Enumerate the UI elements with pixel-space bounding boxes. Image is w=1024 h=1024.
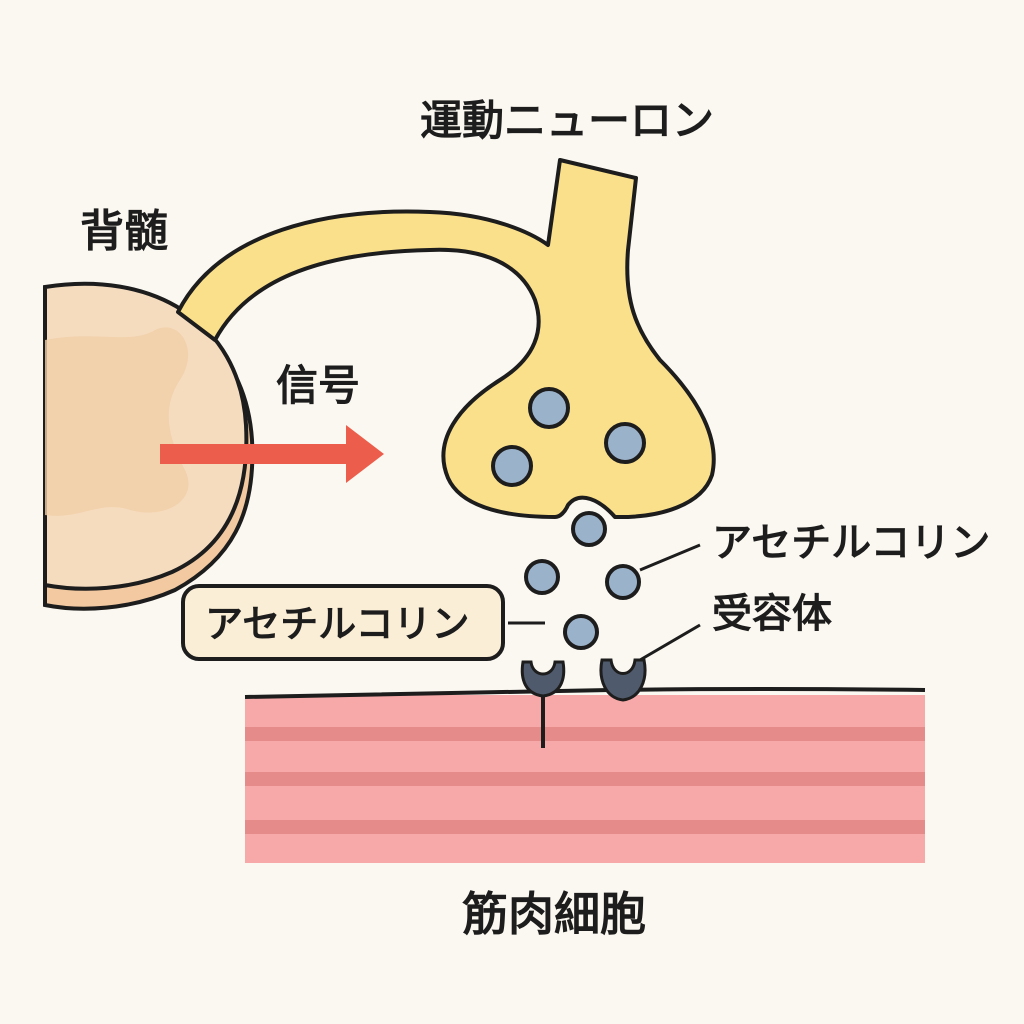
vesicle	[528, 387, 570, 429]
signal-arrow-shaft	[160, 444, 355, 464]
motor-neuron-label: 運動ニューロン	[420, 96, 714, 145]
muscle-stripe	[245, 727, 925, 741]
receptors	[520, 658, 647, 748]
muscle-stripe	[245, 772, 925, 786]
acetylcholine-molecules	[524, 511, 641, 650]
muscle-stripe	[245, 820, 925, 834]
leader-line-receptor	[639, 623, 701, 662]
motor-neuron	[176, 158, 716, 520]
muscle-cell-label: 筋肉細胞	[462, 887, 646, 941]
acetylcholine-molecule	[605, 564, 641, 600]
acetylcholine-molecule	[571, 511, 607, 547]
receptor-icon	[520, 660, 566, 698]
leader-line-acetylcholine	[639, 543, 701, 572]
acetylcholine-label: アセチルコリン	[712, 520, 990, 566]
muscle-cell	[244, 687, 926, 863]
receptor-label: 受容体	[712, 591, 832, 637]
spinal-cord-label: 背髄	[80, 206, 168, 257]
acetylcholine-molecule	[563, 614, 599, 650]
acetylcholine-label-box	[181, 584, 505, 661]
signal-arrow-icon	[160, 425, 384, 483]
acetylcholine-box-label: アセチルコリン	[205, 602, 469, 646]
spinal-cord	[43, 281, 255, 611]
neuron-body	[176, 158, 716, 520]
signal-label: 信号	[276, 361, 360, 410]
signal-arrow-head	[346, 425, 384, 483]
spinal-cord-gray-matter	[45, 327, 189, 516]
acetylcholine-molecule	[524, 559, 560, 595]
receptor-icon	[599, 658, 647, 702]
vesicle	[491, 445, 533, 487]
vesicle	[604, 422, 646, 464]
